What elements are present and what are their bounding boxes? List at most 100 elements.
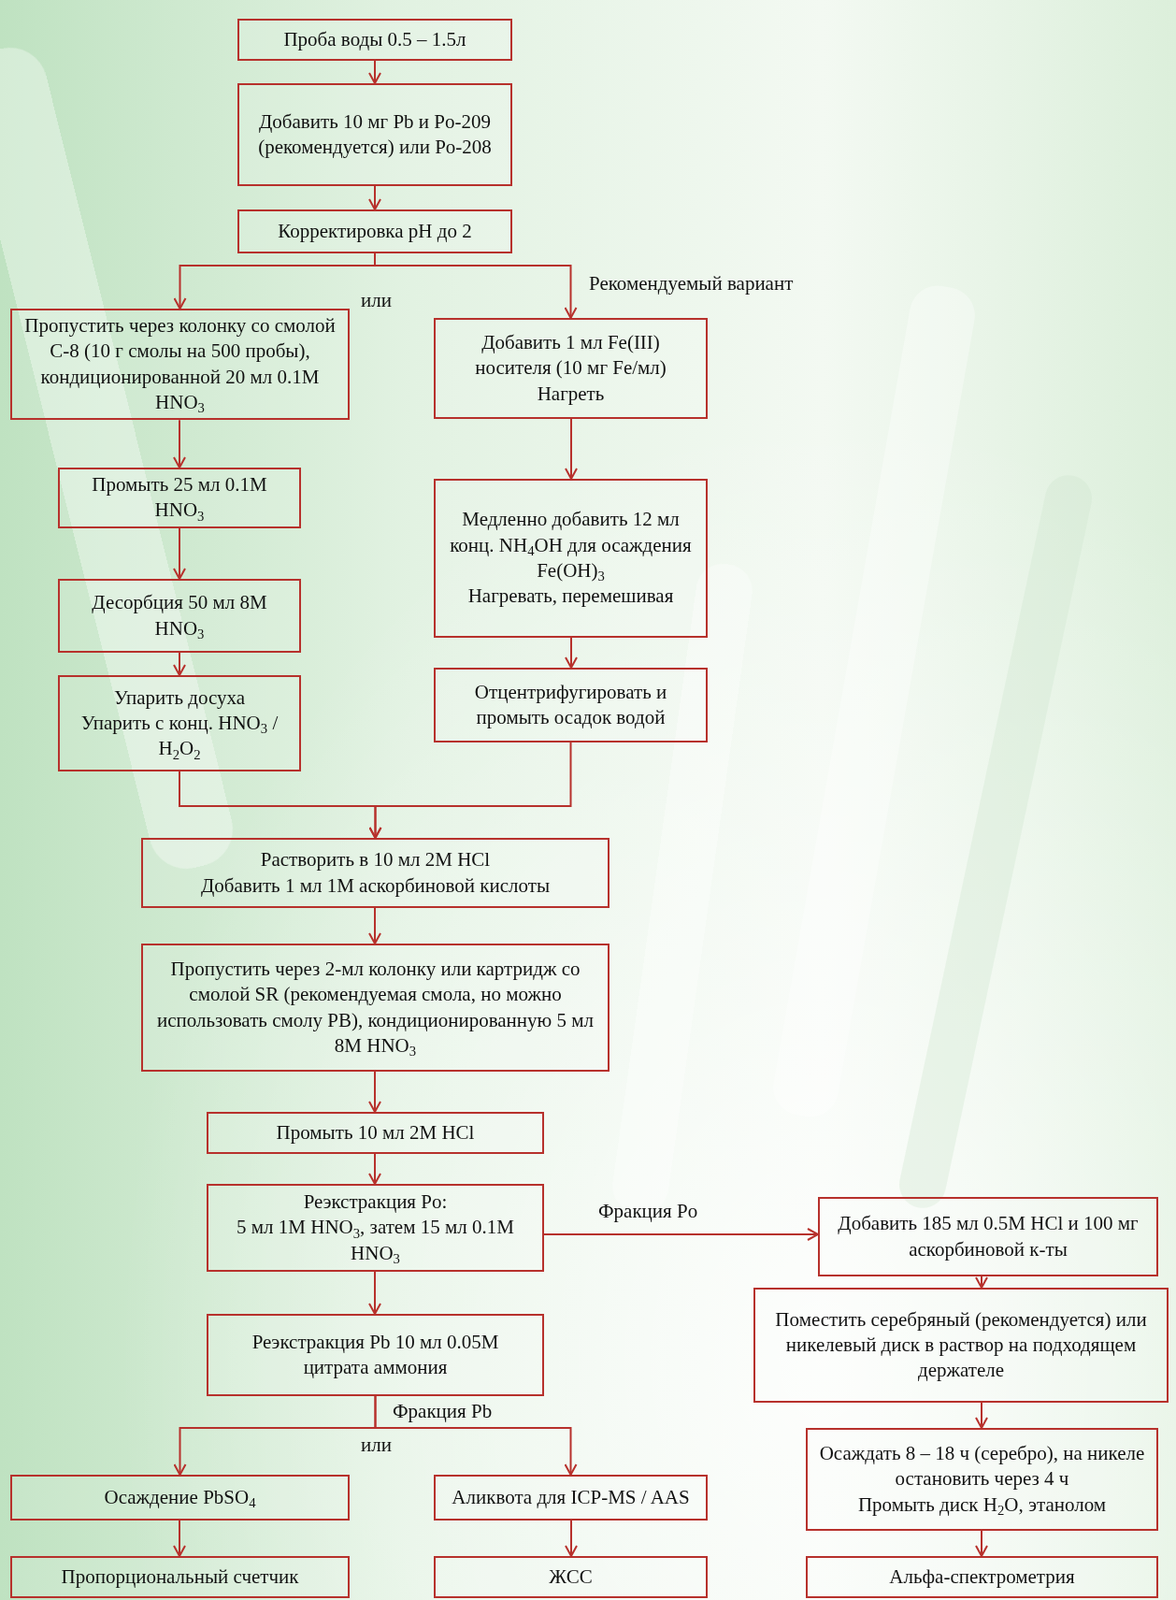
text-run: Нагревать, перемешивая bbox=[468, 584, 675, 607]
process-box: Проба воды 0.5 – 1.5л bbox=[237, 18, 513, 61]
box-text: 5 мл 1M HNO3, затем 15 мл 0.1M HNO3 bbox=[217, 1214, 533, 1266]
text-run: 3 bbox=[409, 1043, 416, 1059]
text-run: Упарить с конц. HNO bbox=[81, 711, 261, 734]
box-text: Добавить 1 мл 1M аскорбиновой кислоты bbox=[200, 873, 550, 899]
flow-arrow bbox=[375, 742, 572, 838]
box-text: Пропустить через колонку со смолой C-8 (… bbox=[21, 313, 339, 416]
text-run: 3 bbox=[597, 568, 604, 584]
box-text: Проба воды 0.5 – 1.5л bbox=[283, 27, 466, 53]
text-run: 2 bbox=[193, 746, 201, 762]
box-text: Аликвота для ICP-MS / AAS bbox=[451, 1484, 689, 1510]
edge-label: Фракция Pb bbox=[392, 1400, 492, 1422]
box-text: Корректировка pH до 2 bbox=[277, 218, 472, 244]
flow-arrow bbox=[373, 907, 376, 944]
text-run: 2 bbox=[997, 1502, 1004, 1518]
text-run: Альфа-спектрометрия bbox=[889, 1564, 1075, 1588]
box-text: Добавить 10 мг Pb и Po-209 (рекомендуетс… bbox=[248, 109, 502, 161]
process-box: Добавить 1 мл Fe(III) носителя (10 мг Fe… bbox=[433, 317, 708, 419]
process-box: Пропорциональный счетчик bbox=[10, 1555, 350, 1598]
process-box: Промыть 25 мл 0.1M HNO3 bbox=[57, 467, 302, 529]
edge-label: Фракция Po bbox=[598, 1200, 698, 1222]
process-box: ЖСС bbox=[433, 1555, 708, 1598]
text-run: Упарить досуха bbox=[114, 686, 245, 709]
text-run: Поместить серебряный (рекомендуется) или… bbox=[774, 1307, 1147, 1382]
process-box: Осаждение PbSO4 bbox=[10, 1474, 350, 1521]
box-text: Промыть диск H2O, этанолом bbox=[858, 1491, 1106, 1518]
process-box: Добавить 185 мл 0.5M HCl и 100 мг аскорб… bbox=[817, 1196, 1159, 1277]
flow-arrow bbox=[570, 1520, 573, 1556]
flow-arrow bbox=[178, 652, 181, 675]
flow-arrow bbox=[373, 186, 376, 210]
box-text: Реэкстракция Pb 10 мл 0.05M цитрата аммо… bbox=[217, 1329, 533, 1381]
text-run: 5 мл 1M HNO bbox=[236, 1215, 354, 1238]
process-box: Осаждать 8 – 18 ч (серебро), на никеле о… bbox=[805, 1427, 1159, 1531]
text-run: Корректировка pH до 2 bbox=[277, 219, 472, 243]
text-run: 3 bbox=[197, 626, 204, 642]
text-run: Реэкстракция Po: bbox=[303, 1190, 448, 1213]
flow-arrow bbox=[570, 637, 573, 668]
background-tubes bbox=[0, 39, 1097, 1216]
box-text: Осаждение PbSO4 bbox=[104, 1484, 257, 1510]
process-box: Пропустить через 2-мл колонку или картри… bbox=[141, 943, 610, 1072]
text-run: Добавить 1 мл Fe(III) носителя (10 мг Fe… bbox=[474, 330, 667, 379]
box-text: Медленно добавить 12 мл конц. NH4OH для … bbox=[444, 506, 697, 584]
edge-label: или bbox=[360, 1434, 392, 1456]
text-run: Добавить 185 мл 0.5M HCl и 100 мг аскорб… bbox=[837, 1211, 1138, 1260]
box-text: Растворить в 10 мл 2M HCl bbox=[260, 846, 490, 873]
process-box: Поместить серебряный (рекомендуется) или… bbox=[753, 1287, 1169, 1403]
text-run: Пропорциональный счетчик bbox=[61, 1564, 300, 1588]
text-run: Отцентрифугировать и промыть осадок водо… bbox=[474, 680, 667, 729]
box-text: Нагреть bbox=[537, 381, 605, 407]
process-box: Корректировка pH до 2 bbox=[237, 209, 513, 254]
text-run: 3 bbox=[260, 720, 268, 736]
text-run: Промыть 25 мл 0.1M HNO bbox=[91, 473, 267, 521]
box-text: Пропустить через 2-мл колонку или картри… bbox=[152, 956, 599, 1059]
flow-arrow bbox=[178, 1520, 181, 1556]
text-run: Осаждение PbSO bbox=[104, 1485, 250, 1508]
flow-arrow bbox=[375, 1395, 572, 1475]
text-run: 3 bbox=[198, 400, 205, 416]
text-run: 3 bbox=[353, 1225, 360, 1241]
box-text: Нагревать, перемешивая bbox=[468, 583, 675, 609]
text-run: Добавить 10 мг Pb и Po-209 (рекомендуетс… bbox=[258, 110, 492, 158]
process-box: Добавить 10 мг Pb и Po-209 (рекомендуетс… bbox=[237, 83, 513, 187]
text-run: O, этанолом bbox=[1003, 1492, 1106, 1516]
box-text: Отцентрифугировать и промыть осадок водо… bbox=[444, 679, 697, 732]
process-box: Упарить досухаУпарить с конц. HNO3 / H2O… bbox=[57, 674, 302, 772]
process-box: Пропустить через колонку со смолой C-8 (… bbox=[10, 308, 350, 420]
process-box: Отцентрифугировать и промыть осадок водо… bbox=[433, 667, 708, 743]
flow-arrow bbox=[980, 1276, 983, 1288]
box-text: Упарить досуха bbox=[114, 685, 245, 711]
box-text: Альфа-спектрометрия bbox=[889, 1563, 1075, 1590]
text-run: OH для осаждения Fe(OH) bbox=[534, 533, 692, 582]
text-run: 2 bbox=[172, 746, 180, 762]
box-text: Десорбция 50 мл 8M HNO3 bbox=[69, 589, 290, 642]
process-box: Медленно добавить 12 мл конц. NH4OH для … bbox=[433, 478, 708, 638]
text-run: , затем 15 мл 0.1M HNO bbox=[350, 1215, 515, 1263]
text-run: Пропустить через колонку со смолой C-8 (… bbox=[24, 314, 336, 414]
text-run: Промыть диск H bbox=[858, 1492, 998, 1516]
box-text: Промыть 25 мл 0.1M HNO3 bbox=[69, 472, 290, 524]
text-run: Пропустить через 2-мл колонку или картри… bbox=[157, 957, 594, 1057]
box-text: Поместить серебряный (рекомендуется) или… bbox=[764, 1306, 1158, 1384]
text-run: Аликвота для ICP-MS / AAS bbox=[451, 1485, 689, 1508]
text-run: Растворить в 10 мл 2M HCl bbox=[260, 847, 490, 871]
flow-arrow bbox=[180, 1395, 376, 1475]
text-run: Нагреть bbox=[537, 382, 605, 405]
box-text: Добавить 1 мл Fe(III) носителя (10 мг Fe… bbox=[444, 329, 697, 382]
edge-label: Рекомендуемый вариант bbox=[588, 272, 793, 295]
flow-arrow bbox=[570, 418, 573, 479]
process-box: Реэкстракция Pb 10 мл 0.05M цитрата аммо… bbox=[206, 1313, 545, 1396]
box-text: Реэкстракция Po: bbox=[303, 1189, 448, 1215]
box-text: ЖСС bbox=[548, 1563, 592, 1590]
text-run: Промыть 10 мл 2M HCl bbox=[276, 1120, 475, 1144]
text-run: Проба воды 0.5 – 1.5л bbox=[283, 28, 466, 51]
text-run: ЖСС bbox=[548, 1564, 592, 1588]
flow-arrow bbox=[373, 1071, 376, 1112]
process-box: Промыть 10 мл 2M HCl bbox=[206, 1111, 545, 1154]
flow-arrow bbox=[178, 528, 181, 579]
text-run: Реэкстракция Pb 10 мл 0.05M цитрата аммо… bbox=[252, 1330, 500, 1378]
edge-label: или bbox=[360, 289, 392, 312]
box-text: Промыть 10 мл 2M HCl bbox=[276, 1119, 475, 1146]
